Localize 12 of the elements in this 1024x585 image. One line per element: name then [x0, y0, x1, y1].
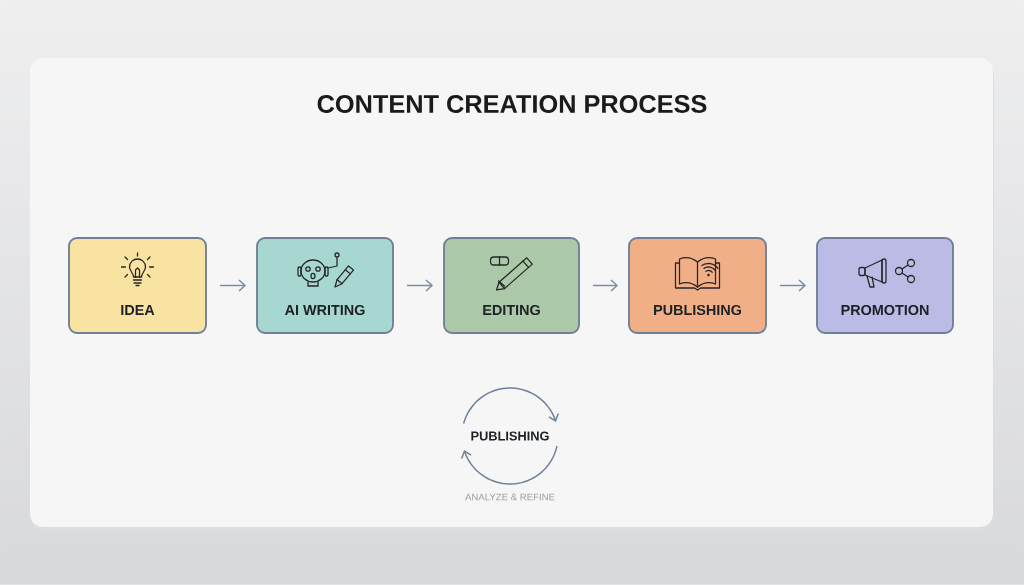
- title: CONTENT CREATION PROCESS: [317, 95, 707, 113]
- process-box: PUBLISHING: [628, 237, 767, 334]
- arrow: [406, 279, 434, 292]
- process-box: AI WRITING: [256, 237, 394, 334]
- caption-text: ANALYZE & REFINE: [465, 493, 555, 501]
- process-box: IDEA: [68, 237, 207, 334]
- process-box: PROMOTION: [816, 237, 954, 334]
- arrow: [592, 279, 619, 292]
- arrow: [779, 279, 807, 292]
- process-box: EDITING: [443, 237, 580, 334]
- cycle-arrows: PUBLISHING: [460, 387, 560, 485]
- arrow: [219, 279, 247, 292]
